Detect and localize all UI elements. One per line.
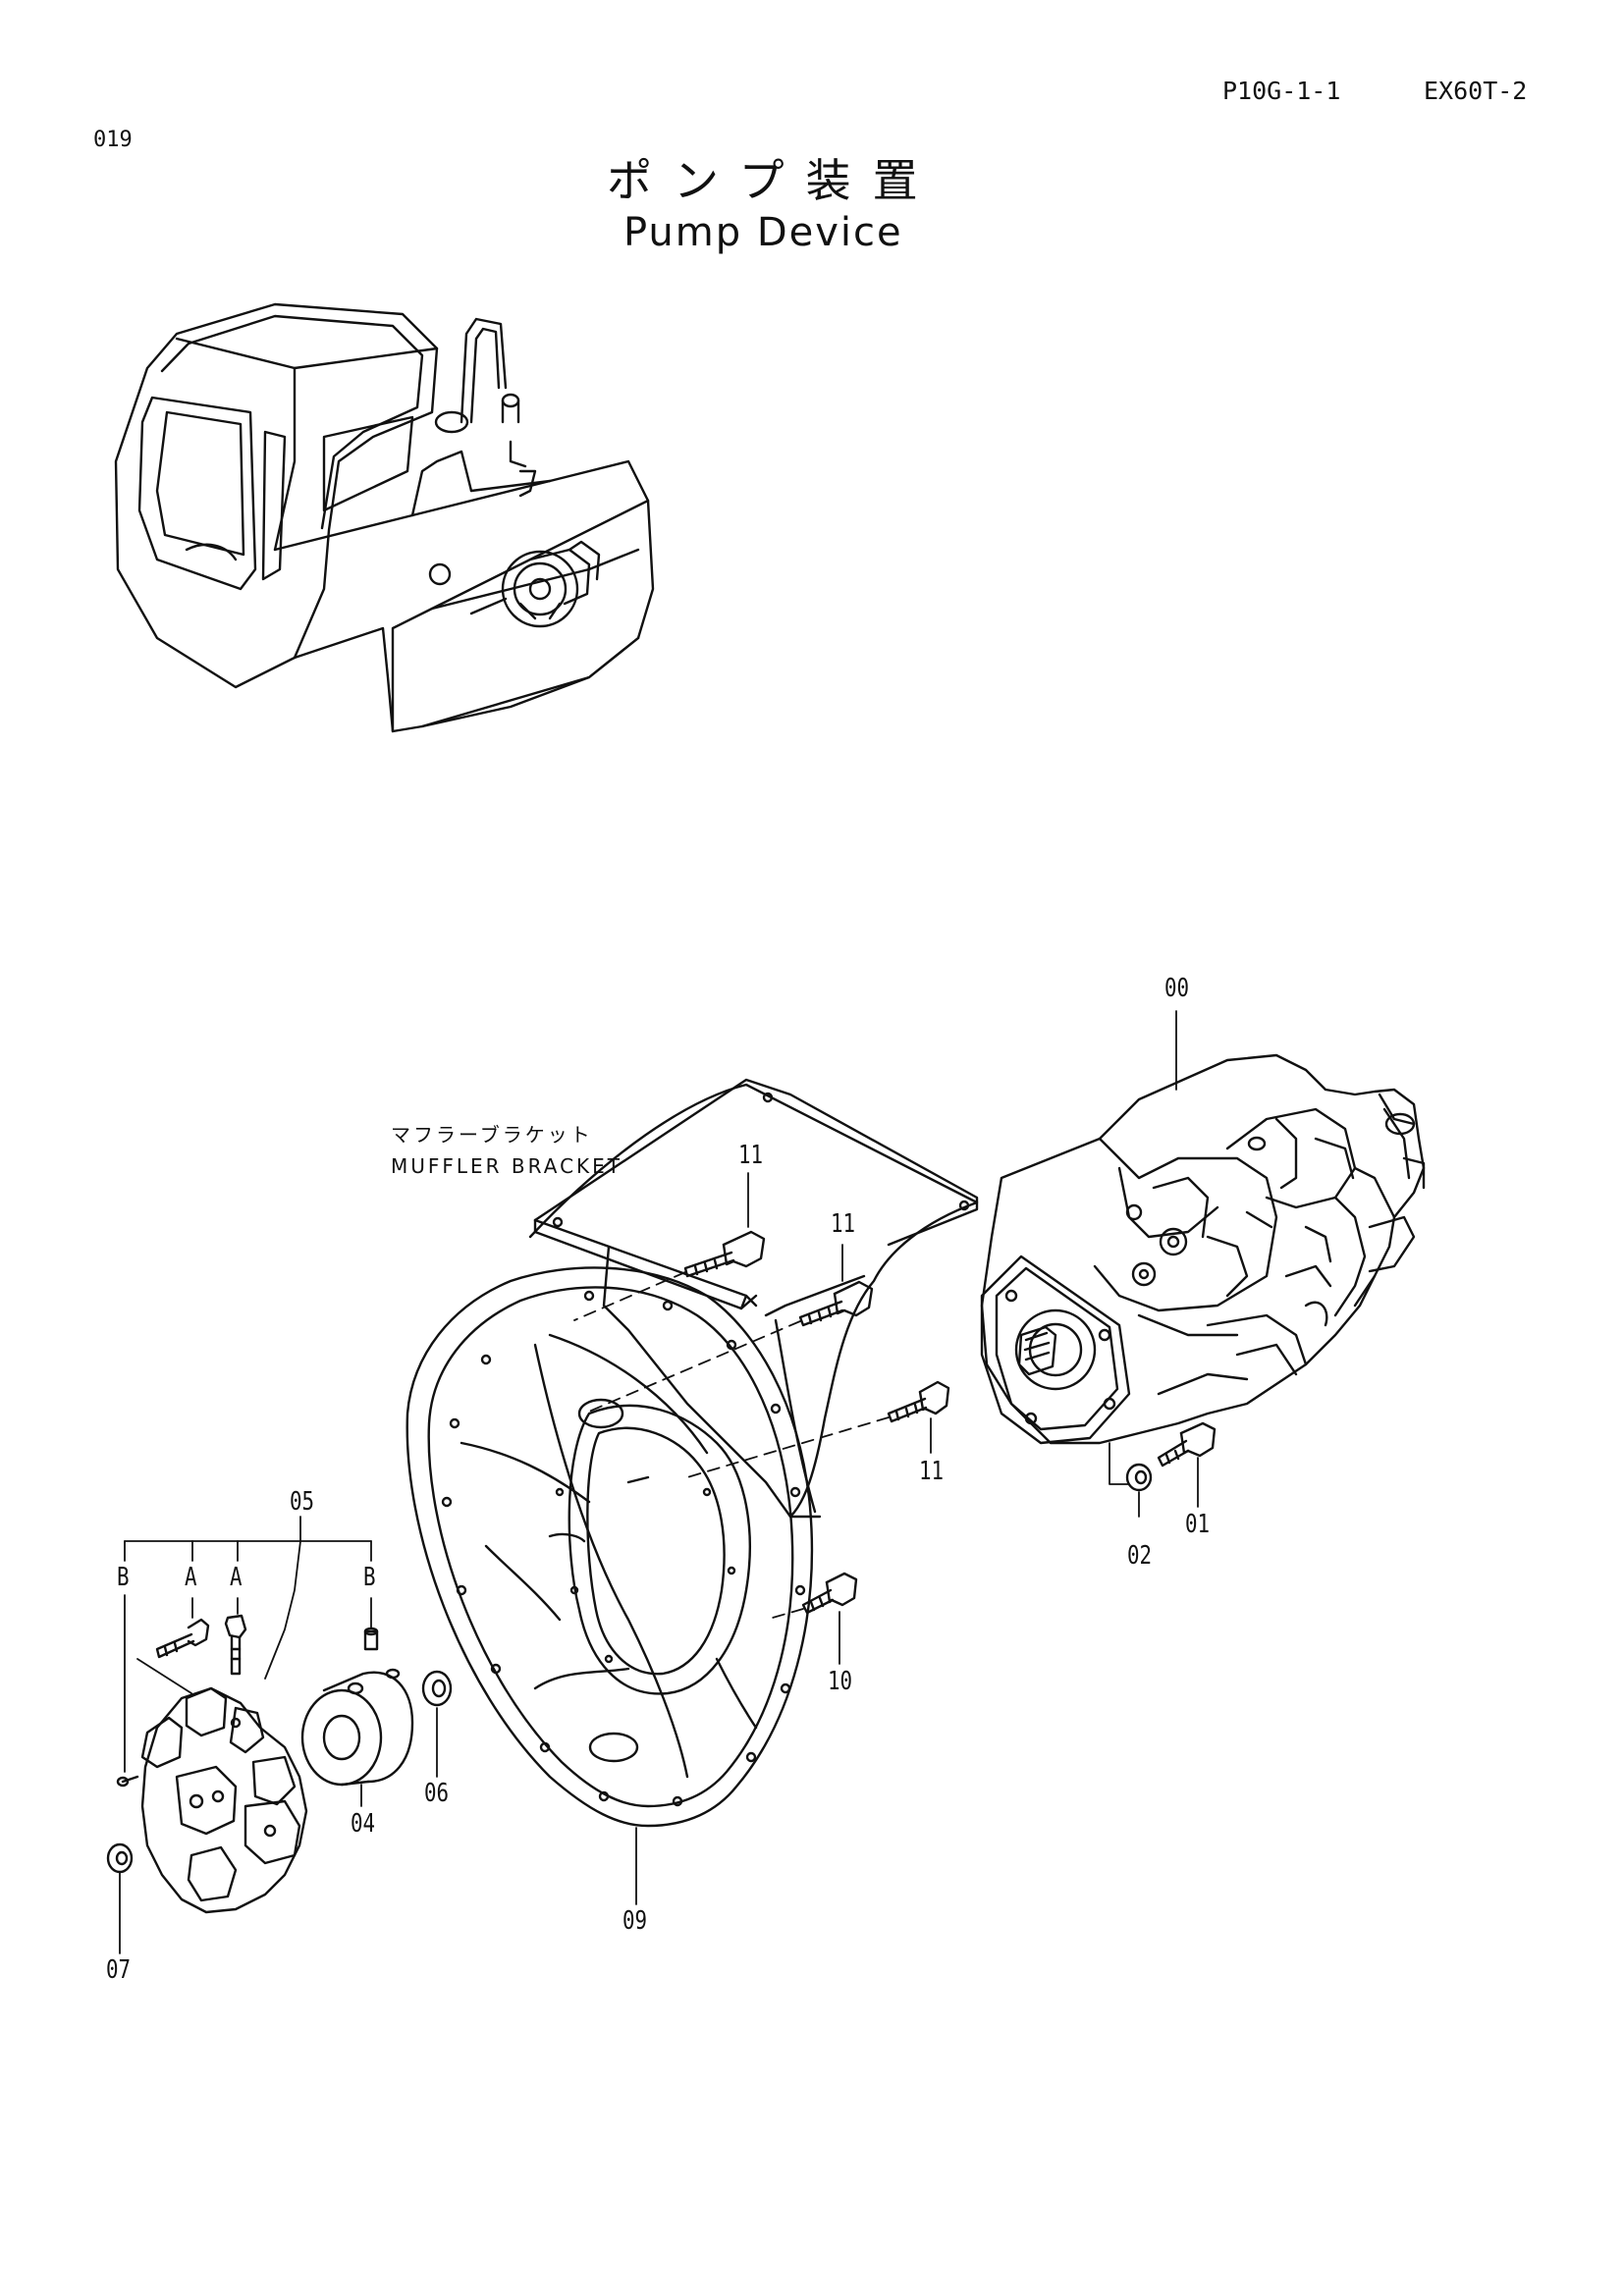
callout-09: 09 [622, 1906, 648, 1936]
washer-02 [1125, 1463, 1153, 1492]
pin-b-right [363, 1627, 379, 1651]
callout-05: 05 [290, 1487, 315, 1517]
page-id: P10G-1-1 [1222, 77, 1341, 105]
note-english: MUFFLER BRACKET [391, 1154, 623, 1178]
bolt-11-c [887, 1380, 950, 1423]
coupling-hub [300, 1668, 414, 1787]
callout-a-left: A [185, 1563, 197, 1592]
title-english: Pump Device [623, 210, 903, 255]
note-japanese: マフラーブラケット [391, 1123, 593, 1147]
callout-00: 00 [1164, 974, 1190, 1003]
bolt-11-b [798, 1280, 874, 1327]
bolt-10 [801, 1572, 858, 1615]
bolt-a-right [224, 1614, 247, 1676]
bolt-01 [1157, 1421, 1217, 1468]
bolt-a-left [155, 1618, 210, 1659]
sheet-number: 019 [93, 128, 133, 152]
callout-a-right: A [230, 1563, 243, 1592]
callout-01: 01 [1185, 1510, 1211, 1539]
callout-11-b: 11 [831, 1209, 856, 1239]
callout-b-right: B [363, 1563, 376, 1592]
hydraulic-pump [980, 1053, 1426, 1445]
coupling-element [116, 1686, 308, 1914]
washer-07 [106, 1842, 134, 1874]
machine-overview-drawing [114, 302, 655, 733]
callout-10: 10 [828, 1667, 853, 1696]
callout-02: 02 [1127, 1541, 1153, 1571]
callout-11-c: 11 [919, 1457, 945, 1486]
callout-07: 07 [106, 1955, 132, 1985]
callout-04: 04 [351, 1809, 376, 1839]
washer-06 [421, 1670, 453, 1707]
hidden-lines [573, 1271, 890, 1621]
flywheel-housing [406, 1266, 814, 1828]
leader-lines [119, 1010, 1199, 1954]
bolt-11-a [683, 1230, 766, 1278]
callout-11-a: 11 [738, 1141, 764, 1170]
model-name: EX60T-2 [1424, 77, 1528, 105]
title-japanese: ポンプ装置 [607, 154, 940, 207]
callout-06: 06 [424, 1779, 450, 1808]
callout-b-left: B [117, 1563, 130, 1592]
